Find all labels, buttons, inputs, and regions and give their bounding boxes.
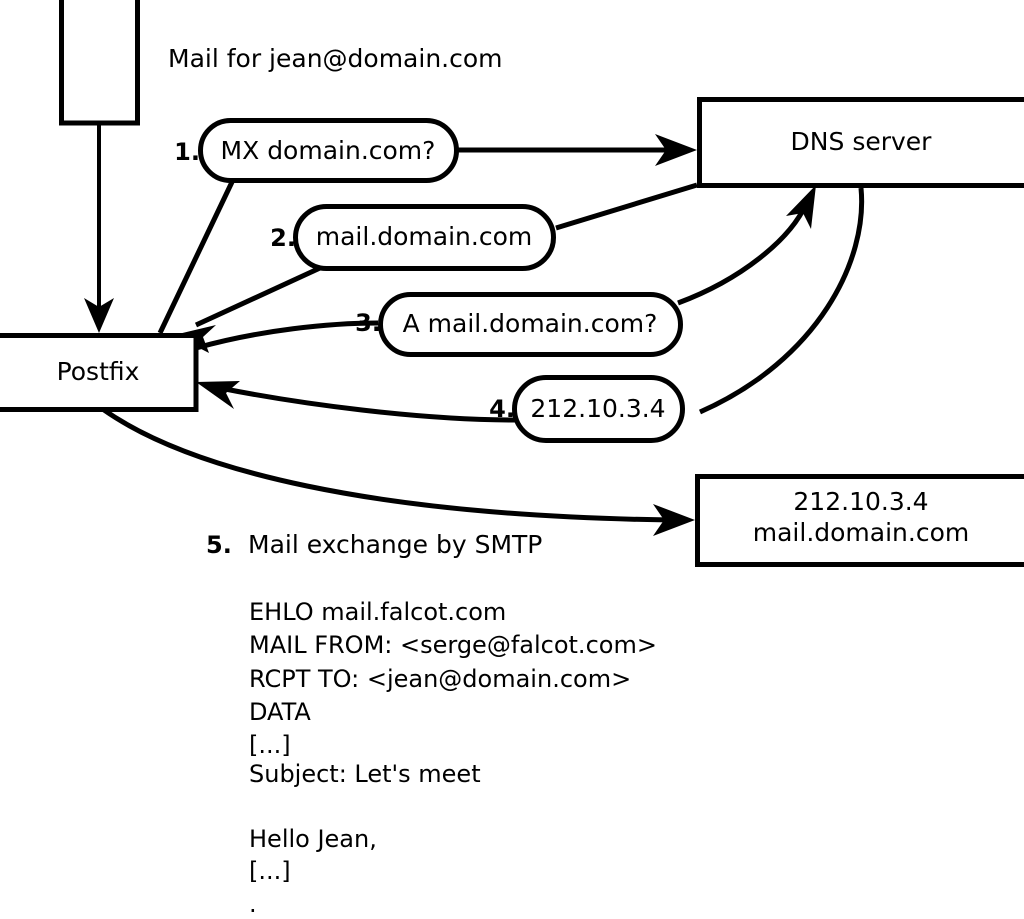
bubble-step-2-label: mail.domain.com bbox=[316, 222, 532, 251]
bubble-step-4-label: 212.10.3.4 bbox=[530, 394, 665, 423]
edge-step4-dns-to-postfix bbox=[196, 187, 865, 423]
step-number-1: 1. bbox=[174, 138, 200, 166]
node-client-box bbox=[59, 0, 140, 126]
transcript-line: . bbox=[249, 890, 257, 918]
step-number-3: 3. bbox=[355, 309, 381, 337]
transcript-line: RCPT TO: <jean@domain.com> bbox=[249, 665, 631, 693]
transcript-line: Hello Jean, bbox=[249, 825, 377, 853]
transcript-line: Subject: Let's meet bbox=[249, 760, 481, 788]
edge-client-to-postfix bbox=[84, 123, 114, 333]
node-dns-server-label: DNS server bbox=[791, 127, 933, 156]
bubble-step-2: mail.domain.com bbox=[293, 204, 556, 271]
edge-step1-postfix-to-dns bbox=[157, 134, 697, 335]
step-number-4: 4. bbox=[489, 395, 515, 423]
transcript-line: [...] bbox=[249, 857, 291, 885]
transcript-line: MAIL FROM: <serge@falcot.com> bbox=[249, 631, 657, 659]
bubble-step-4: 212.10.3.4 bbox=[512, 375, 685, 443]
step-5-label: Mail exchange by SMTP bbox=[248, 530, 542, 559]
transcript-line: [...] bbox=[249, 731, 291, 759]
edge-step3-postfix-to-dns bbox=[195, 185, 816, 351]
edge-step5-postfix-to-mailserver bbox=[102, 407, 695, 536]
transcript-line: DATA bbox=[249, 698, 311, 726]
node-mail-server-host: mail.domain.com bbox=[753, 518, 969, 547]
transcript-line: EHLO mail.falcot.com bbox=[249, 598, 506, 626]
node-postfix: Postfix bbox=[0, 333, 199, 412]
bubble-step-3: A mail.domain.com? bbox=[378, 292, 683, 357]
step-number-2: 2. bbox=[270, 224, 296, 252]
node-dns-server: DNS server bbox=[697, 97, 1024, 188]
bubble-step-1: MX domain.com? bbox=[198, 118, 459, 183]
step-number-5: 5. bbox=[206, 531, 232, 559]
node-mail-server-ip: 212.10.3.4 bbox=[793, 487, 928, 516]
node-mail-server: 212.10.3.4 mail.domain.com bbox=[695, 474, 1024, 567]
bubble-step-1-label: MX domain.com? bbox=[221, 136, 436, 165]
smtp-transcript: EHLO mail.falcot.com MAIL FROM: <serge@f… bbox=[249, 598, 657, 918]
bubble-step-3-label: A mail.domain.com? bbox=[403, 309, 658, 338]
node-postfix-label: Postfix bbox=[57, 357, 140, 386]
mail-for-note: Mail for jean@domain.com bbox=[168, 44, 503, 73]
